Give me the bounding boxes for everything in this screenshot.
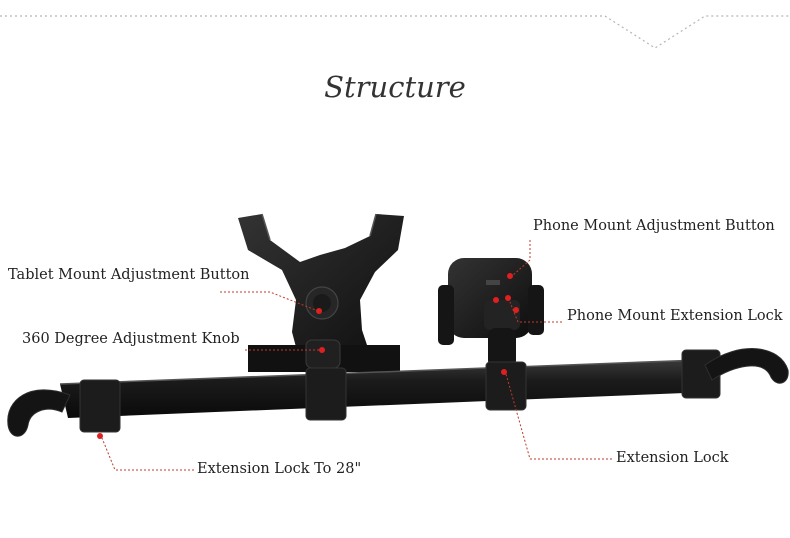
phone-button-marker <box>507 273 513 279</box>
leader-phone-lock <box>509 301 562 323</box>
tablet-button-marker <box>316 308 322 314</box>
right-hook <box>704 348 789 384</box>
phone-lock-marker-a <box>493 297 499 303</box>
leader-extension-lock-28 <box>101 437 194 471</box>
label-360-degree-adjustment-knob: 360 Degree Adjustment Knob <box>22 331 240 347</box>
tablet-adjustment-button-part <box>305 286 339 320</box>
leader-extension-lock <box>505 373 612 460</box>
phone-lock-marker-b <box>505 295 511 301</box>
label-phone-mount-adjustment-button: Phone Mount Adjustment Button <box>533 218 775 234</box>
leader-phone-button <box>511 240 531 277</box>
phone-holder <box>438 258 544 368</box>
section-title: Structure <box>324 70 466 104</box>
label-extension-lock: Extension Lock <box>616 450 729 466</box>
knob-marker <box>319 347 325 353</box>
leader-lines <box>101 240 612 471</box>
rotation-knob-part <box>305 339 341 369</box>
left-hook <box>7 389 71 437</box>
label-phone-mount-extension-lock: Phone Mount Extension Lock <box>567 308 783 324</box>
extension-lock-28-marker <box>97 433 103 439</box>
extension-lock-marker <box>501 369 507 375</box>
label-extension-lock-to-28: Extension Lock To 28" <box>197 461 362 477</box>
leader-tablet-button <box>220 291 319 312</box>
phone-lock-marker-c <box>513 307 519 313</box>
label-tablet-mount-adjustment-button: Tablet Mount Adjustment Button <box>8 267 250 283</box>
